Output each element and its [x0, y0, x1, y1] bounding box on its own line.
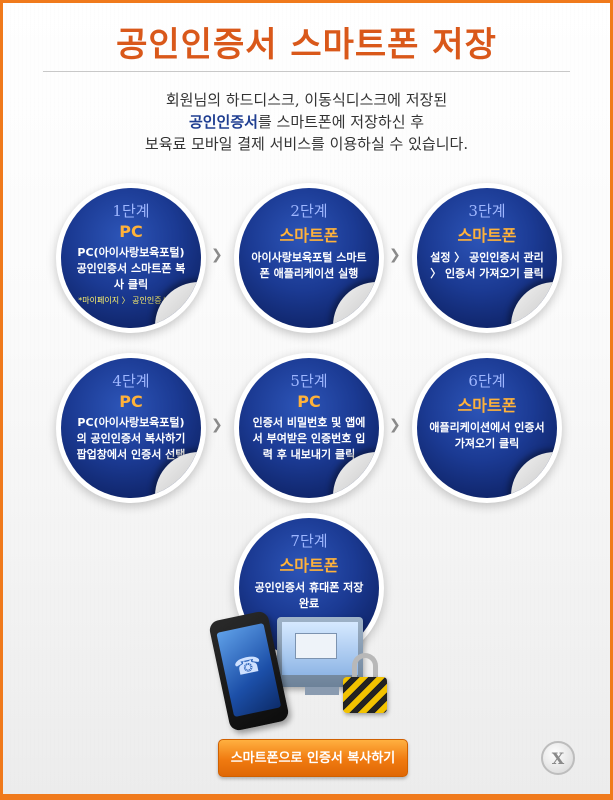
divider — [43, 71, 570, 72]
step-number: 5단계 — [290, 372, 328, 390]
description-highlight: 공인인증서 — [188, 113, 258, 131]
step-device: 스마트폰 — [279, 226, 339, 245]
step-5: 5단계 PC 인증서 비밀번호 및 앱에서 부여받은 인증번호 입력 후 내보내… — [239, 358, 379, 498]
chevron-right-icon: ❯ — [389, 247, 401, 263]
step-device: 스마트폰 — [457, 226, 517, 245]
phone-icon: ☎ — [216, 622, 282, 718]
step-text: 공인인증서 휴대폰 저장 완료 — [254, 581, 364, 610]
close-icon[interactable]: X — [541, 741, 575, 775]
chevron-right-icon: ❯ — [211, 417, 223, 433]
step-2: 2단계 스마트폰 아이사랑보육포털 스마트폰 애플리케이션 실행 — [239, 188, 379, 328]
step-text: 애플리케이션에서 인증서 가져오기 클릭 — [429, 421, 545, 450]
step-number: 1단계 — [112, 202, 150, 220]
step-text: 설정 〉 공인인증서 관리 〉 인증서 가져오기 클릭 — [430, 251, 544, 280]
description-line-2-rest: 를 스마트폰에 저장하신 후 — [257, 113, 425, 131]
step-text: 인증서 비밀번호 및 앱에서 부여받은 인증번호 입력 후 내보내기 클릭 — [252, 416, 366, 461]
step-number: 7단계 — [290, 532, 328, 550]
step-number: 2단계 — [290, 202, 328, 220]
description-line-2: 공인인증서를 스마트폰에 저장하신 후 — [3, 111, 610, 133]
step-3: 3단계 스마트폰 설정 〉 공인인증서 관리 〉 인증서 가져오기 클릭 — [417, 188, 557, 328]
step-1: 1단계 PC PC(아이사랑보육포털) 공인인증서 스마트폰 복사 클릭 *마이… — [61, 188, 201, 328]
step-number: 4단계 — [112, 372, 150, 390]
step-text: PC(아이사랑보육포털) 공인인증서 스마트폰 복사 클릭 — [76, 246, 186, 291]
padlock-icon — [343, 653, 387, 713]
step-4: 4단계 PC PC(아이사랑보육포털)의 공인인증서 복사하기 팝업창에서 인증… — [61, 358, 201, 498]
page-curl — [333, 282, 379, 328]
step-device: 스마트폰 — [457, 396, 517, 415]
monitor-icon — [277, 617, 363, 687]
step-device: PC — [119, 392, 143, 411]
step-text: 아이사랑보육포털 스마트폰 애플리케이션 실행 — [251, 251, 367, 280]
monitor-stand — [305, 687, 339, 695]
description: 회원님의 하드디스크, 이동식디스크에 저장된 공인인증서를 스마트폰에 저장하… — [3, 89, 610, 155]
step-number: 6단계 — [468, 372, 506, 390]
chevron-right-icon: ❯ — [211, 247, 223, 263]
description-line-3: 보육료 모바일 결제 서비스를 이용하실 수 있습니다. — [144, 135, 469, 153]
step-device: PC — [297, 392, 321, 411]
description-line-1: 회원님의 하드디스크, 이동식디스크에 저장된 — [165, 91, 448, 109]
copy-to-smartphone-button[interactable]: 스마트폰으로 인증서 복사하기 — [218, 739, 408, 777]
chevron-right-icon: ❯ — [389, 417, 401, 433]
page-curl — [511, 282, 557, 328]
page-title: 공인인증서 스마트폰 저장 — [116, 25, 497, 65]
step-device: PC — [119, 222, 143, 241]
bottom-accent-bar — [3, 794, 610, 800]
step-note: *마이페이지 〉 공인인증서관리 — [78, 296, 184, 305]
page-curl — [511, 452, 557, 498]
step-number: 3단계 — [468, 202, 506, 220]
step-text: PC(아이사랑보육포털)의 공인인증서 복사하기 팝업창에서 인증서 선택 — [76, 416, 186, 461]
step-device: 스마트폰 — [279, 556, 339, 575]
step-6: 6단계 스마트폰 애플리케이션에서 인증서 가져오기 클릭 — [417, 358, 557, 498]
